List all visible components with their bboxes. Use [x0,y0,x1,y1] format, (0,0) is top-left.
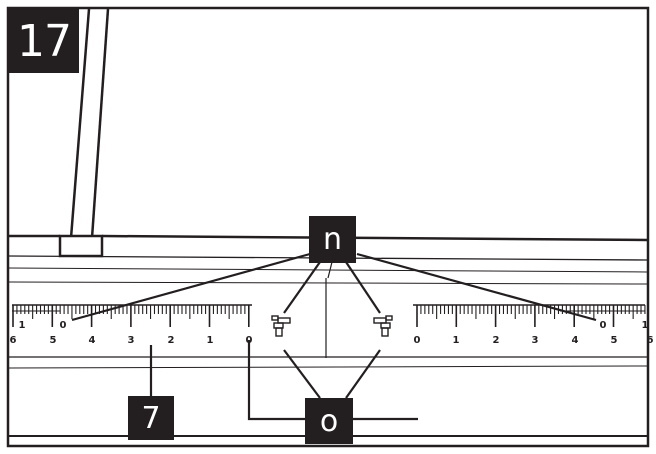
right-size-marker-icon [373,315,393,337]
step-number-badge: 17 [9,9,79,73]
right-scale-upper-label: 1 [642,320,649,331]
cutting-arm [58,8,110,258]
callout-n-label: n [309,216,356,263]
left-ruler-ticks [12,305,250,327]
left-size-marker-icon [271,315,291,337]
left-scale-label: 3 [128,335,135,346]
callout-o-leaders [247,340,418,421]
left-scale-label: 1 [207,335,214,346]
right-scale-label: 4 [572,335,579,346]
callout-n-leaders [71,252,597,322]
left-scale-upper-label: 1 [19,320,26,331]
left-scale-upper-label: 0 [60,320,67,331]
right-scale-upper-label: 0 [600,320,607,331]
right-ruler-ticks [416,305,646,327]
callout-o-label: o [305,398,353,444]
left-ruler [12,304,252,327]
right-scale-label: 2 [493,335,500,346]
left-scale-label: 6 [10,335,17,346]
left-scale-label: 4 [89,335,96,346]
right-scale-label: 6 [647,335,654,346]
left-scale-label: 5 [50,335,57,346]
left-scale-label: 2 [168,335,175,346]
diagram-frame [6,6,650,448]
right-scale-label: 5 [611,335,618,346]
callout-part-7-label: 7 [128,396,174,440]
right-ruler [413,304,646,327]
arm-foot [58,234,104,258]
right-scale-label: 0 [414,335,421,346]
right-scale-label: 3 [532,335,539,346]
right-scale-label: 1 [453,335,460,346]
